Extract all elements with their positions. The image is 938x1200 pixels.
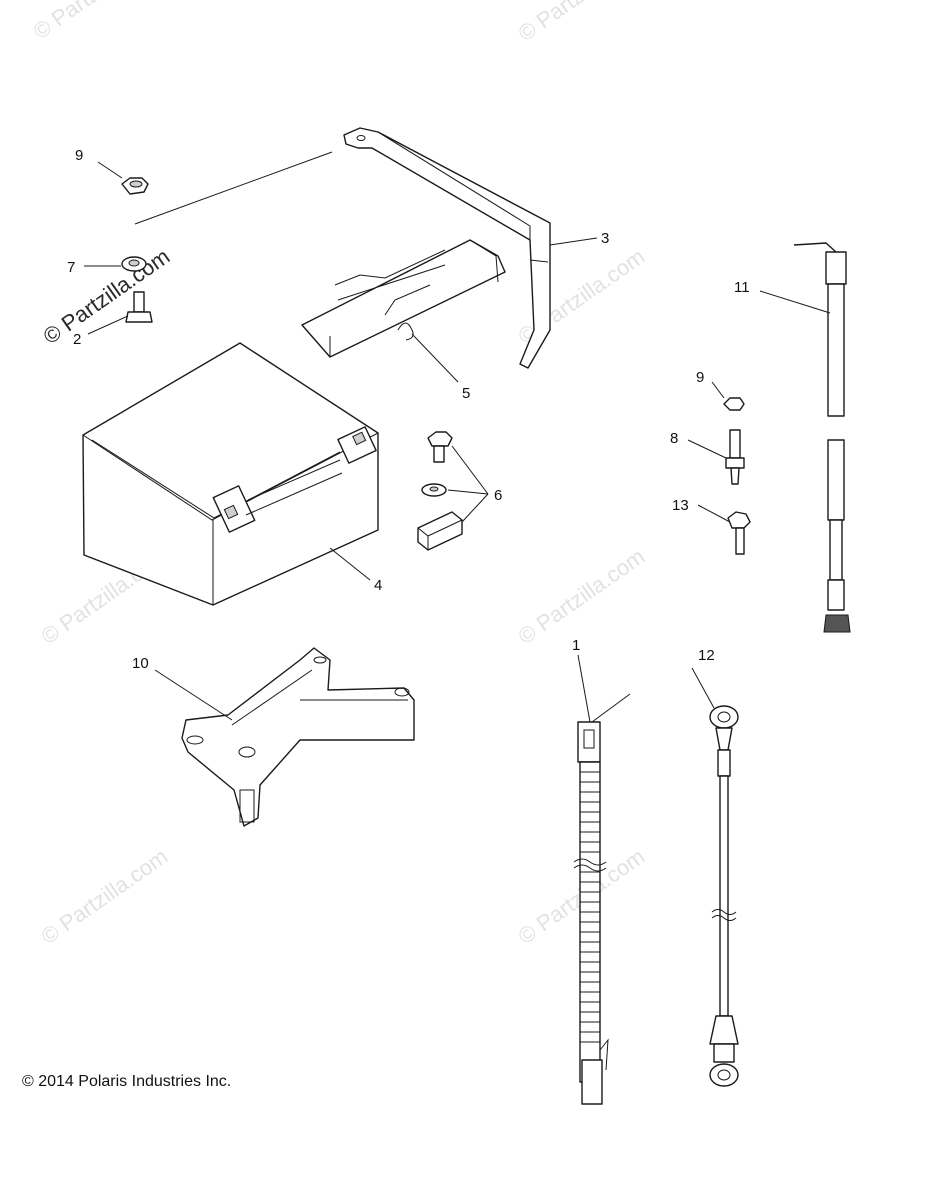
callout-2: 2 — [73, 331, 81, 348]
callout-4: 4 — [374, 577, 382, 594]
screw-part-13[interactable] — [727, 511, 751, 555]
callout-7: 7 — [67, 259, 75, 276]
callout-1: 1 — [572, 637, 580, 654]
terminal-hardware-part-6[interactable] — [417, 431, 463, 551]
ground-cable-part-12[interactable] — [709, 705, 739, 1087]
callout-11: 11 — [734, 279, 750, 296]
stud-part-8[interactable] — [725, 429, 745, 485]
callout-9-right: 9 — [696, 369, 704, 386]
positive-cable-part-11[interactable] — [793, 242, 851, 633]
callout-5: 5 — [462, 385, 470, 402]
callout-10: 10 — [132, 655, 149, 672]
battery-cover-part-5[interactable] — [301, 239, 506, 358]
callout-8: 8 — [670, 430, 678, 447]
watermark: © Partzilla.com — [514, 544, 650, 650]
watermark: © Partzilla.com — [29, 0, 165, 44]
callout-12: 12 — [698, 647, 715, 664]
vent-tube-part-1[interactable] — [573, 693, 631, 1105]
copyright-notice: © 2014 Polaris Industries Inc. — [22, 1073, 232, 1090]
callout-9: 9 — [75, 147, 83, 164]
callout-13: 13 — [672, 497, 689, 514]
battery-tray-part-10[interactable] — [181, 647, 415, 827]
callout-6: 6 — [494, 487, 502, 504]
watermark: © Partzilla.com — [514, 0, 650, 46]
hold-down-strap-part-3[interactable] — [343, 127, 551, 369]
watermark-dark: © Partzilla.com — [39, 244, 175, 350]
nut-part-9-right[interactable] — [723, 397, 745, 411]
battery-part-4[interactable] — [82, 342, 379, 606]
nut-part-9[interactable] — [121, 177, 149, 195]
washer-part-7[interactable] — [121, 256, 147, 272]
watermark: © Partzilla.com — [37, 844, 173, 950]
bolt-part-2[interactable] — [125, 291, 153, 323]
callout-3: 3 — [601, 230, 609, 247]
